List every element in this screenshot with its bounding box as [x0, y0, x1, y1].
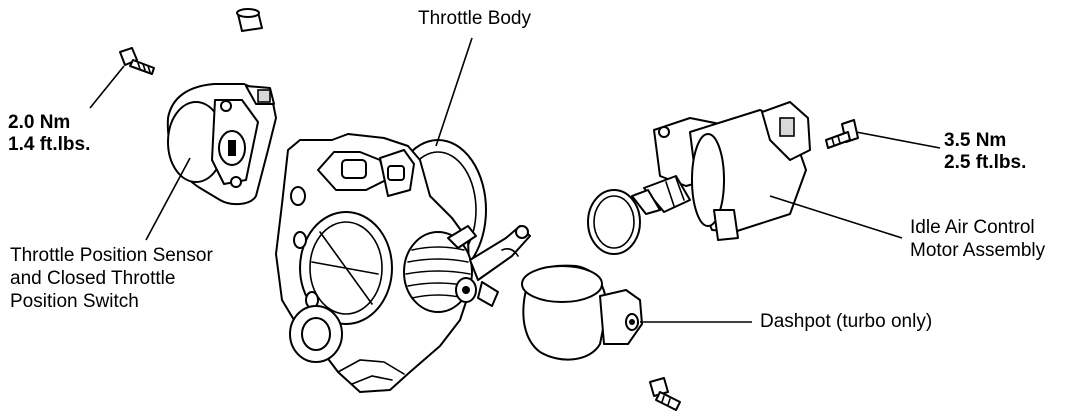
iac-label: Idle Air Control Motor Assembly	[910, 216, 1045, 262]
iac-label-line2: Motor Assembly	[910, 240, 1046, 261]
dashpot-label: Dashpot (turbo only)	[760, 311, 933, 332]
rubber-plug	[236, 8, 263, 32]
tps-label-line1: Throttle Position Sensor	[10, 245, 213, 266]
o-ring	[587, 189, 641, 255]
iac-bolt	[825, 119, 859, 149]
right-torque-spec: 3.5 Nm 2.5 ft.lbs.	[944, 130, 1026, 174]
left-torque-ftlbs: 1.4 ft.lbs.	[8, 134, 91, 155]
left-torque-nm: 2.0 Nm	[8, 112, 71, 133]
throttle-body-leader	[435, 37, 473, 147]
throttle-body-label: Throttle Body	[418, 8, 531, 29]
throttle-body-casting	[275, 133, 531, 393]
leader-lines	[89, 37, 941, 323]
idle-air-control-motor	[631, 101, 811, 241]
tps-label: Throttle Position Sensor and Closed Thro…	[10, 244, 213, 313]
tps-leader	[145, 157, 191, 241]
tps-label-line2: and Closed Throttle	[10, 268, 176, 289]
iac-label-line1: Idle Air Control	[910, 217, 1035, 238]
throttle-position-sensor	[166, 83, 277, 206]
iac-leader	[769, 195, 903, 239]
left-torque-spec: 2.0 Nm 1.4 ft.lbs.	[8, 112, 90, 156]
dashpot	[521, 264, 643, 361]
right-torque-leader	[855, 131, 941, 149]
dashpot-bolt	[649, 377, 681, 411]
tps-bolt	[119, 47, 155, 75]
left-torque-leader	[89, 65, 125, 109]
right-torque-nm: 3.5 Nm	[944, 130, 1007, 151]
right-torque-ftlbs: 2.5 ft.lbs.	[944, 152, 1027, 173]
tps-label-line3: Position Switch	[10, 291, 139, 312]
